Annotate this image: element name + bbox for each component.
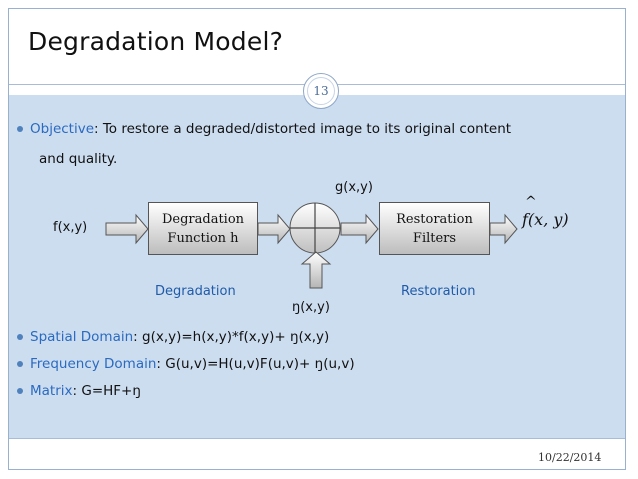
input-label: f(x,y)	[53, 220, 88, 235]
restoration-box-line1: Restoration	[396, 211, 473, 227]
noise-arrow-icon	[300, 251, 332, 289]
degradation-function-box: Degradation Function h	[148, 202, 258, 255]
bullet-text: : g(x,y)=h(x,y)*f(x,y)+ ŋ(x,y)	[133, 329, 330, 345]
bullet-key: Frequency Domain	[30, 356, 157, 372]
bullet-objective-continued: and quality.	[39, 151, 118, 167]
restored-output-label: f(x, y)	[522, 210, 569, 229]
degraded-image-label: g(x,y)	[335, 180, 373, 195]
slide-title: Degradation Model?	[28, 27, 284, 56]
bullet-spatial-domain: Spatial Domain: g(x,y)=h(x,y)*f(x,y)+ ŋ(…	[17, 326, 330, 348]
bullet-text: : G=HF+ŋ	[72, 383, 141, 399]
bullet-key: Objective	[30, 121, 95, 137]
restoration-box-line2: Filters	[412, 230, 457, 246]
bullet-text: : To restore a degraded/distorted image …	[94, 121, 512, 137]
degradation-box-line1: Degradation	[161, 211, 245, 227]
restoration-filters-box: Restoration Filters	[379, 202, 490, 255]
degradation-stage-label: Degradation	[155, 284, 236, 299]
bullet-dot-icon	[17, 126, 23, 132]
degradation-to-sum-arrow-icon	[257, 213, 291, 245]
summation-node-icon	[289, 202, 341, 254]
slide-date: 10/22/2014	[538, 451, 602, 464]
bullet-key: Matrix	[30, 383, 73, 399]
bullet-dot-icon	[17, 361, 23, 367]
bullet-objective: Objective: To restore a degraded/distort…	[17, 118, 512, 140]
footer-divider	[9, 438, 625, 439]
bullet-dot-icon	[17, 334, 23, 340]
bullet-dot-icon	[17, 388, 23, 394]
noise-label: ŋ(x,y)	[292, 300, 330, 315]
bullet-text: : G(u,v)=H(u,v)F(u,v)+ ŋ(u,v)	[156, 356, 355, 372]
estimate-hat-symbol: ^	[525, 194, 537, 210]
bullet-key: Spatial Domain	[30, 329, 134, 345]
degradation-box-line2: Function h	[167, 230, 239, 246]
input-arrow-icon	[105, 213, 149, 245]
bullet-frequency-domain: Frequency Domain: G(u,v)=H(u,v)F(u,v)+ ŋ…	[17, 353, 355, 375]
output-arrow-icon	[489, 213, 518, 245]
restoration-stage-label: Restoration	[401, 284, 476, 299]
bullet-matrix: Matrix: G=HF+ŋ	[17, 380, 141, 402]
page-number-badge: 13	[303, 73, 339, 109]
sum-to-restoration-arrow-icon	[340, 213, 379, 245]
